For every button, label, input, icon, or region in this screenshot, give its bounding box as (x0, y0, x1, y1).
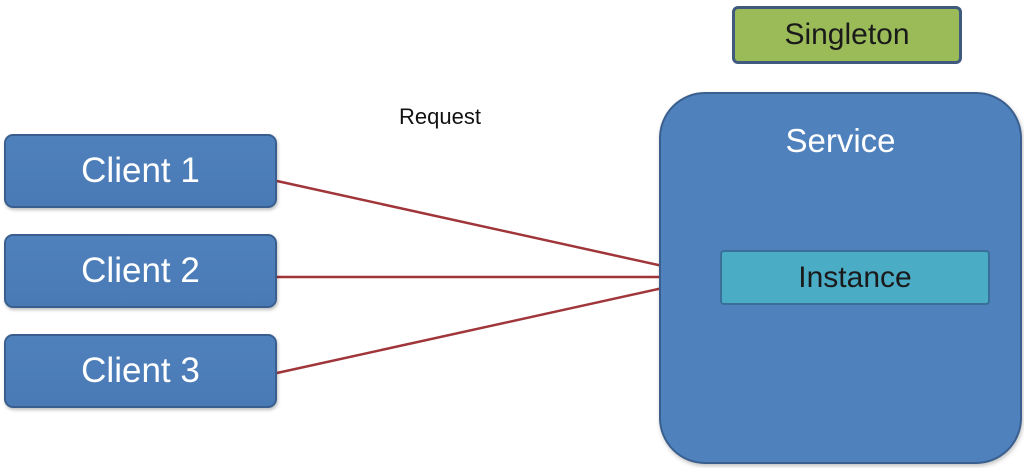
client-1-label: Client 1 (81, 151, 200, 190)
client-2-label: Client 2 (81, 251, 200, 290)
client-1-box: Client 1 (4, 134, 277, 208)
connector-client-3 (276, 280, 691, 375)
instance-label: Instance (798, 260, 912, 294)
client-3-label: Client 3 (81, 351, 200, 390)
client-3-box: Client 3 (4, 334, 277, 408)
connector-client-1 (276, 179, 691, 274)
singleton-box: Singleton (732, 6, 962, 64)
singleton-label: Singleton (784, 18, 910, 51)
service-title: Service (785, 122, 896, 159)
request-label: Request (399, 104, 481, 129)
instance-box: Instance (720, 250, 990, 305)
client-2-box: Client 2 (4, 234, 277, 308)
